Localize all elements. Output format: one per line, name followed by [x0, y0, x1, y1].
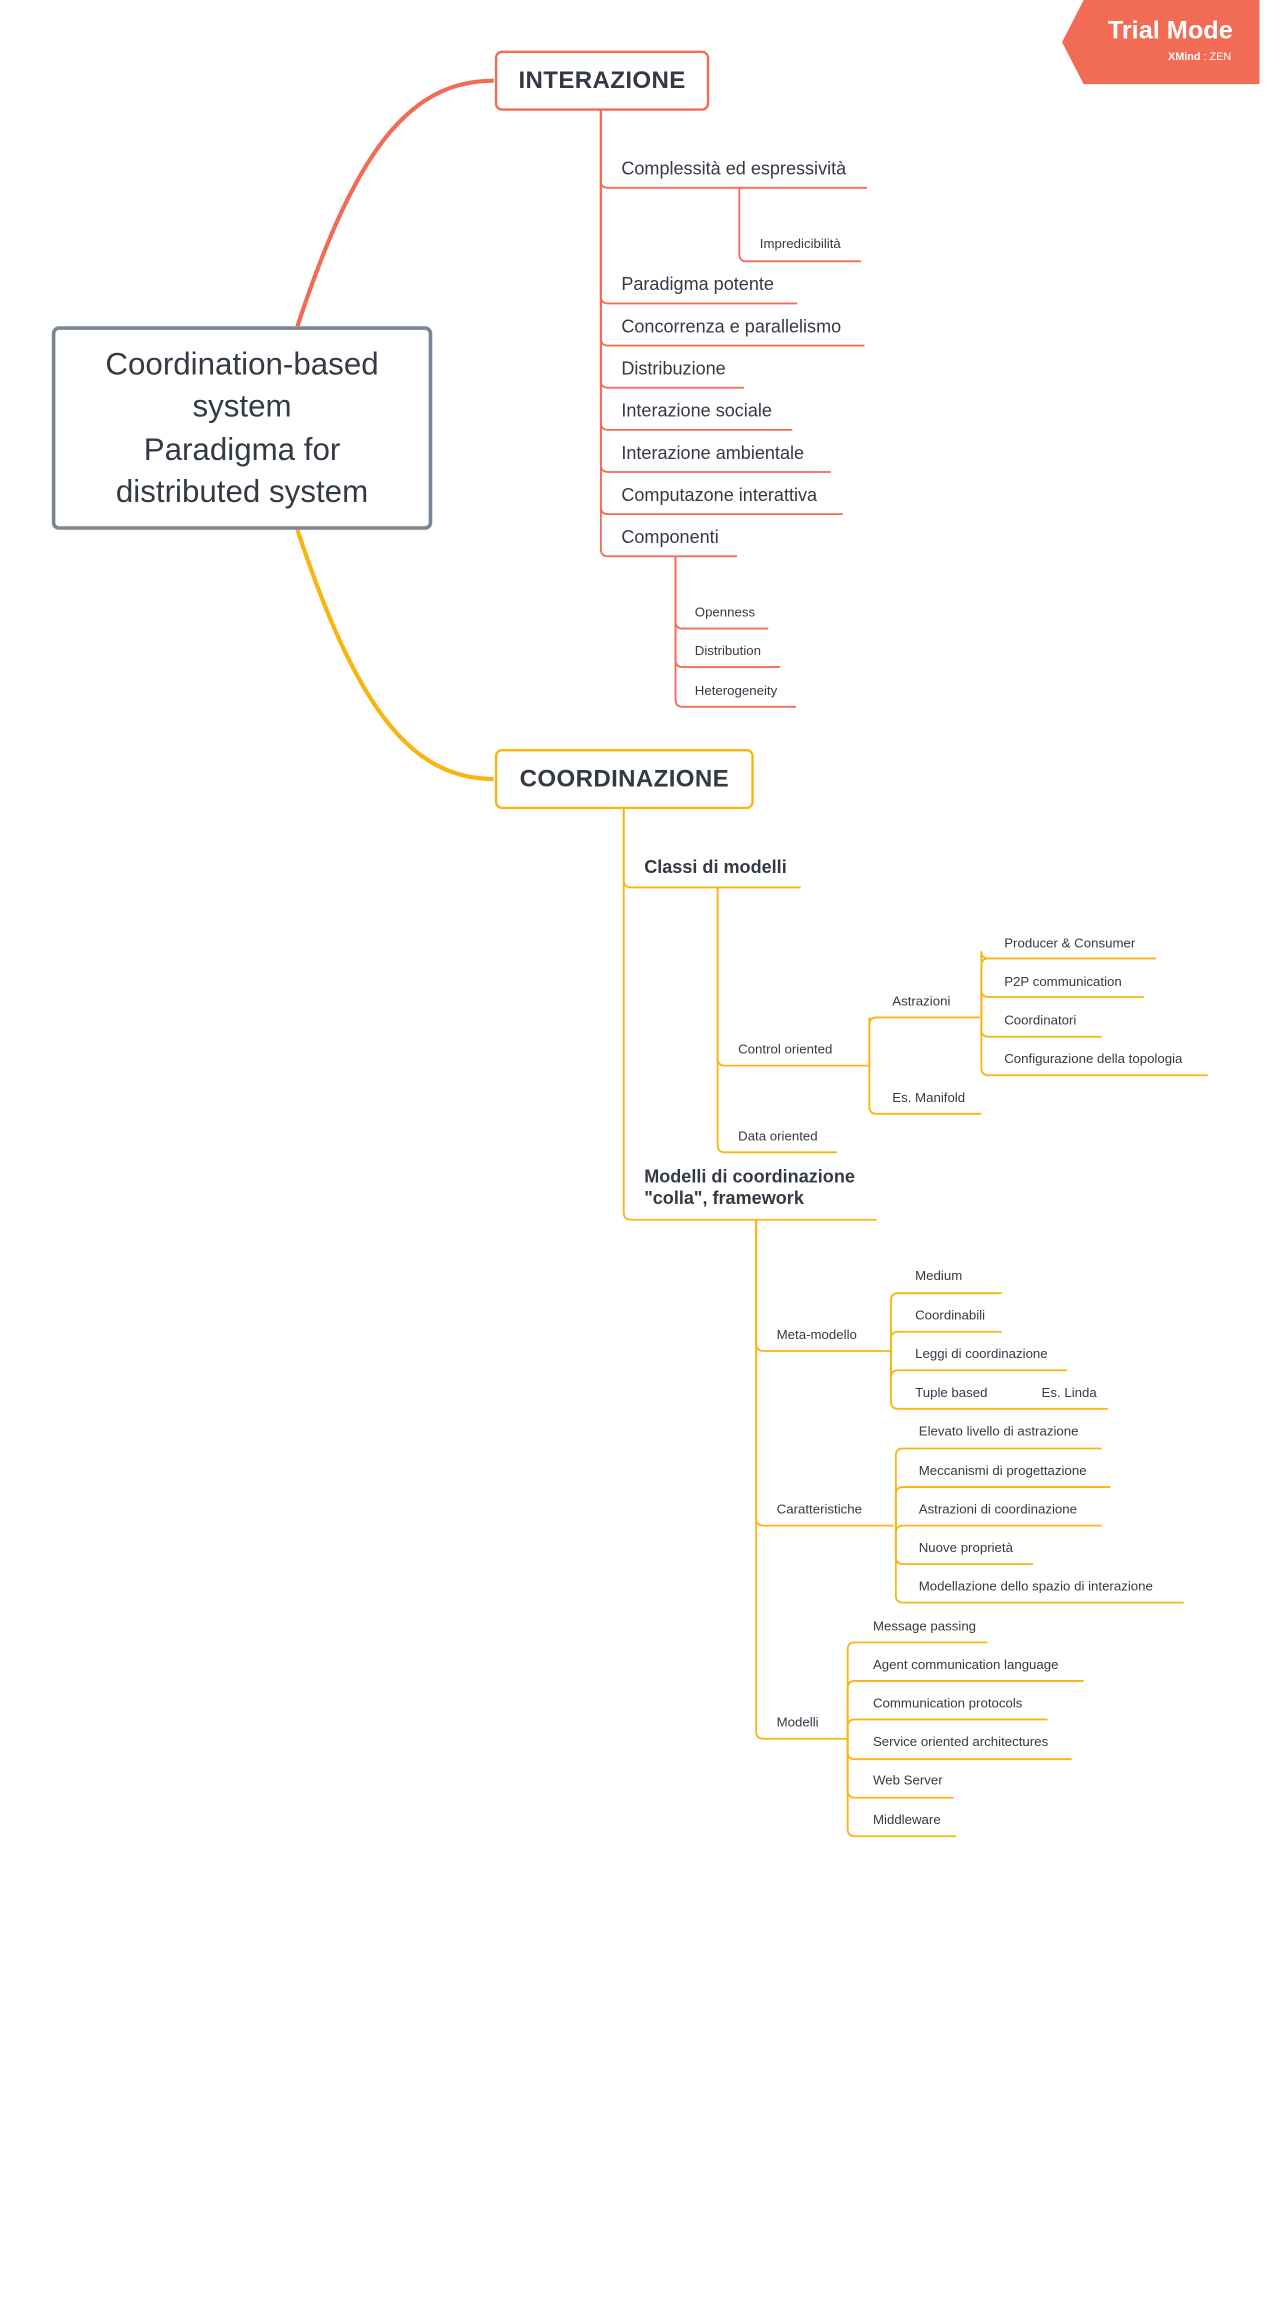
subtopic-es-linda[interactable]: Es. Linda	[1041, 1385, 1097, 1401]
meta-link-0	[890, 1351, 1108, 1410]
subtopic-medium[interactable]: Medium	[915, 1269, 963, 1284]
central-to-interazione-branch	[295, 78, 494, 327]
control-to-astrazioni-link	[859, 1016, 981, 1067]
meta-up-link-2	[890, 1351, 1067, 1378]
interazione-link-7	[599, 110, 737, 558]
subtopic-control-oriented[interactable]: Control oriented	[738, 1042, 833, 1058]
subtopic-interazione-sociale[interactable]: Interazione sociale	[621, 400, 772, 422]
caratteristiche-up-link-1	[894, 1486, 1111, 1526]
central-to-coordinazione-branch	[295, 529, 494, 782]
subtopic-modellazione-spazio[interactable]: Modellazione dello spazio di interazione	[918, 1579, 1153, 1595]
topic-coordinazione[interactable]: COORDINAZIONE	[494, 748, 754, 810]
componenti-link-2	[674, 556, 796, 708]
complessita-link-0	[738, 187, 861, 263]
subtopic-computazione-interattiva[interactable]: Computazone interattiva	[621, 485, 818, 506]
meta-up-link-0	[890, 1292, 1002, 1352]
subtopic-leggi-coordinazione[interactable]: Leggi di coordinazione	[915, 1347, 1048, 1362]
modelli-up-link-0	[846, 1641, 988, 1739]
astrazioni-link-3	[980, 1017, 1208, 1077]
modelli-coord-link-1	[755, 1219, 894, 1527]
topic-interazione-label: INTERAZIONE	[518, 66, 686, 94]
subtopic-complessita[interactable]: Complessità ed espressività	[621, 158, 847, 180]
subtopic-elevato-livello[interactable]: Elevato livello di astrazione	[918, 1424, 1079, 1439]
xmind-brand-text: XMind	[1167, 50, 1201, 63]
subtopic-concorrenza[interactable]: Concorrenza e parallelismo	[621, 316, 842, 338]
subtopic-impredicibilita[interactable]: Impredicibilità	[759, 237, 841, 252]
caratteristiche-up-link-0	[894, 1447, 1102, 1526]
trial-mode-title: Trial Mode	[1107, 16, 1233, 45]
subtopic-interazione-ambientale[interactable]: Interazione ambientale	[621, 443, 805, 464]
astrazioni-up-link	[980, 957, 989, 1018]
caratteristiche-link-1	[894, 1525, 1184, 1604]
modelli-coord-link-2	[755, 1219, 848, 1740]
subtopic-componenti[interactable]: Componenti	[621, 527, 719, 548]
subtopic-data-oriented[interactable]: Data oriented	[738, 1129, 818, 1144]
trial-mode-badge[interactable]	[1062, 0, 1260, 85]
subtopic-caratteristiche[interactable]: Caratteristiche	[776, 1502, 863, 1518]
subtopic-coordinatori[interactable]: Coordinatori	[1004, 1013, 1077, 1029]
subtopic-p2p-communication[interactable]: P2P communication	[1004, 975, 1122, 990]
subtopic-coordinabili[interactable]: Coordinabili	[915, 1308, 986, 1324]
central-topic[interactable]: Coordination-based system Paradigma for …	[51, 326, 433, 530]
subtopic-es-manifold[interactable]: Es. Manifold	[892, 1090, 966, 1106]
subtopic-communication-protocols[interactable]: Communication protocols	[872, 1696, 1023, 1712]
subtopic-configurazione-topologia[interactable]: Configurazione della topologia	[1004, 1052, 1183, 1067]
subtopic-web-server[interactable]: Web Server	[872, 1773, 943, 1789]
subtopic-service-oriented-architectures[interactable]: Service oriented architectures	[872, 1735, 1049, 1750]
subtopic-astrazioni[interactable]: Astrazioni	[892, 994, 951, 1010]
subtopic-meccanismi-progettazione[interactable]: Meccanismi di progettazione	[918, 1464, 1087, 1479]
central-topic-label: Coordination-based system Paradigma for …	[105, 345, 379, 509]
coordinazione-link-1	[622, 809, 877, 1221]
classi-link-1	[716, 887, 837, 1154]
caratteristiche-up-link-2	[894, 1524, 1102, 1533]
subtopic-middleware[interactable]: Middleware	[872, 1813, 941, 1828]
subtopic-astrazioni-coordinazione[interactable]: Astrazioni di coordinazione	[918, 1502, 1078, 1518]
subtopic-distribuzione[interactable]: Distribuzione	[621, 358, 726, 380]
modelli-link-2	[846, 1738, 957, 1838]
subtopic-modelli[interactable]: Modelli	[776, 1715, 819, 1731]
subtopic-classi-di-modelli[interactable]: Classi di modelli	[644, 857, 787, 878]
interazione-link-2	[599, 110, 865, 347]
subtopic-heterogeneity[interactable]: Heterogeneity	[694, 683, 778, 699]
modelli-up-link-2	[846, 1718, 1048, 1739]
subtopic-tuple-based[interactable]: Tuple based	[915, 1385, 988, 1401]
meta-up-link-1	[890, 1330, 1002, 1352]
topic-interazione[interactable]: INTERAZIONE	[494, 50, 710, 111]
topic-coordinazione-label: COORDINAZIONE	[519, 765, 730, 792]
subtopic-meta-modello[interactable]: Meta-modello	[776, 1328, 857, 1343]
subtopic-distribution[interactable]: Distribution	[694, 644, 762, 659]
xmind-brand-suffix: ZEN	[1209, 50, 1232, 63]
subtopic-modelli-coordinazione-line1: Modelli di coordinazione	[644, 1166, 855, 1188]
subtopic-message-passing[interactable]: Message passing	[872, 1619, 977, 1634]
subtopic-producer-consumer[interactable]: Producer & Consumer	[1004, 936, 1136, 952]
subtopic-modelli-coordinazione-line2: "colla", framework	[644, 1188, 804, 1209]
subtopic-nuove-proprieta[interactable]: Nuove proprietà	[918, 1541, 1013, 1556]
subtopic-openness[interactable]: Openness	[694, 605, 756, 621]
modelli-up-link-1	[846, 1680, 1084, 1739]
trial-mode-brand: XMind : ZEN	[1167, 50, 1232, 63]
subtopic-agent-communication-language[interactable]: Agent communication language	[872, 1658, 1059, 1673]
subtopic-paradigma-potente[interactable]: Paradigma potente	[621, 274, 774, 296]
classi-link-0	[716, 887, 860, 1067]
subtopic-modelli-coordinazione[interactable]: Modelli di coordinazione "colla", framew…	[644, 1167, 855, 1210]
control-link-0	[868, 1017, 982, 1115]
